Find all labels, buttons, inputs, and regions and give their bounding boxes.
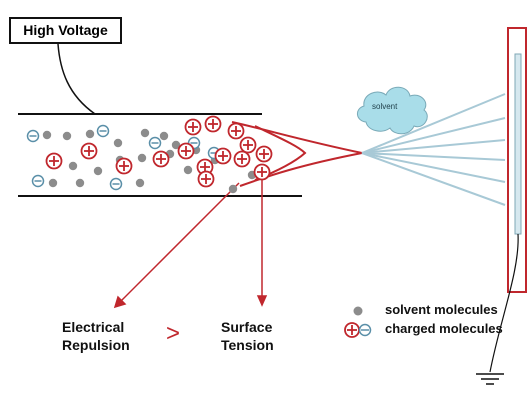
solvent-molecule	[48, 178, 58, 188]
detector-electrode	[514, 53, 522, 235]
electrical-repulsion-line2: Repulsion	[62, 337, 130, 353]
solvent-molecule	[113, 138, 123, 148]
legend-solvent-dot-icon	[353, 306, 363, 316]
surface-tension-line1: Surface	[221, 319, 273, 335]
solvent-molecule	[42, 130, 52, 140]
solvent-molecule	[135, 178, 145, 188]
ground-wire	[489, 233, 519, 373]
legend-charged-label: charged molecules	[385, 321, 503, 336]
negative-ion	[148, 136, 162, 150]
solvent-cloud	[357, 86, 428, 135]
positive-ion	[177, 142, 195, 160]
positive-ion	[115, 157, 133, 175]
positive-ion	[197, 170, 215, 188]
positive-ion	[214, 147, 232, 165]
solvent-molecule	[75, 178, 85, 188]
solvent-molecule	[68, 161, 78, 171]
positive-ion	[45, 152, 63, 170]
solvent-molecule	[62, 131, 72, 141]
positive-ion	[239, 136, 257, 154]
solvent-molecule	[159, 131, 169, 141]
comparison-symbol: >	[166, 320, 181, 347]
high-voltage-label: High Voltage	[23, 22, 108, 38]
solvent-molecule	[183, 165, 193, 175]
surface-tension-line2: Tension	[221, 337, 274, 353]
solvent-molecule	[228, 184, 238, 194]
positive-ion	[255, 145, 273, 163]
legend-solvent-label: solvent molecules	[385, 302, 498, 317]
negative-ion	[31, 174, 45, 188]
positive-ion	[196, 158, 214, 176]
positive-ion	[233, 150, 251, 168]
positive-ion	[184, 118, 202, 136]
negative-ion	[109, 177, 123, 191]
legend-positive-ion-icon	[344, 322, 360, 338]
negative-ion	[26, 129, 40, 143]
high-voltage-box: High Voltage	[9, 17, 122, 44]
positive-ion	[227, 122, 245, 140]
solvent-cloud-label: solvent	[372, 102, 398, 111]
electrical-repulsion-line1: Electrical	[62, 319, 125, 335]
positive-ion	[80, 142, 98, 160]
legend-negative-ion-icon	[358, 323, 372, 337]
negative-ion	[96, 124, 110, 138]
tube-particles	[26, 115, 273, 194]
taylor-cone-meniscus	[254, 125, 307, 181]
electrical-repulsion-label: Electrical Repulsion	[62, 318, 130, 354]
ground-icon	[476, 373, 504, 385]
positive-ion	[204, 115, 222, 133]
arrows	[113, 180, 268, 309]
solvent-molecule	[85, 129, 95, 139]
positive-ion	[152, 150, 170, 168]
voltage-wire	[57, 43, 96, 115]
solvent-molecule	[171, 140, 181, 150]
solvent-molecule	[137, 153, 147, 163]
positive-ion	[253, 163, 271, 181]
solvent-molecule	[93, 166, 103, 176]
spray-plume	[361, 93, 506, 206]
solvent-molecule	[140, 128, 150, 138]
surface-tension-label: Surface Tension	[221, 318, 274, 354]
